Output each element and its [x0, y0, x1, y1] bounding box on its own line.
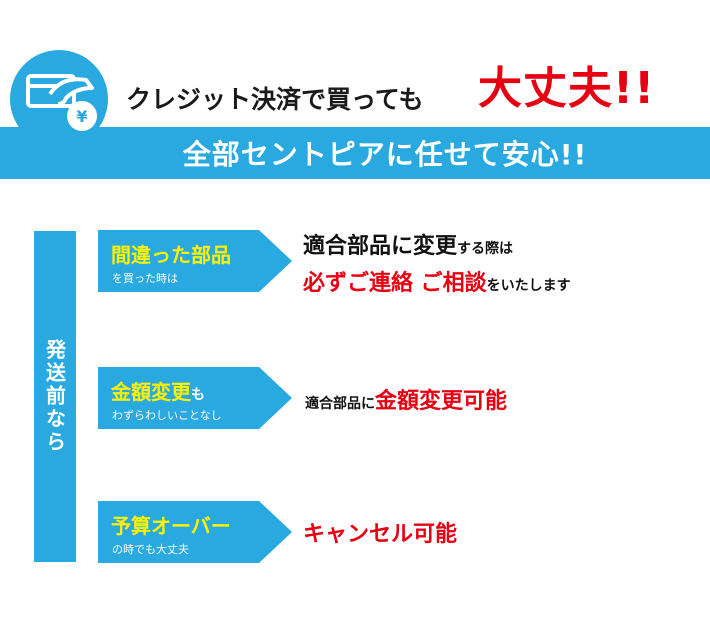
tag-title: 金額変更も [111, 376, 205, 405]
side-label: 発送前なら [42, 339, 67, 454]
tag-over-budget: 予算オーバー の時でも大丈夫 [98, 501, 292, 563]
desc-text-red: キャンセル可能 [303, 522, 458, 547]
row-1-desc-line1: 適合部品に変更する際は [303, 228, 513, 260]
row-1-desc-line2: 必ずご連絡 ご相談をいたします [303, 265, 571, 297]
headline: クレジット決済で買っても [126, 85, 424, 114]
tag-title-tail: も [191, 387, 205, 403]
headline-emphasis: 大丈夫!! [478, 63, 656, 114]
row-2-desc: 適合部品に金額変更可能 [305, 383, 507, 415]
desc-text-red: 必ずご連絡 ご相談 [303, 271, 487, 296]
side-label-bar: 発送前なら [34, 231, 76, 562]
desc-text-small: 適合部品に [305, 396, 375, 412]
tag-title: 予算オーバー [111, 514, 231, 538]
desc-text: 適合部品に変更 [303, 234, 458, 259]
tag-subtitle: の時でも大丈夫 [112, 543, 189, 556]
desc-text-small: をいたします [486, 278, 571, 294]
tag-wrong-part: 間違った部品 を買った時は [98, 230, 292, 292]
desc-text-red: 金額変更可能 [375, 389, 508, 414]
tag-subtitle: を買った時は [112, 272, 178, 285]
banner: 全部セントピアに任せて安心!! [0, 127, 710, 179]
tag-subtitle: わずらわしいことなし [112, 409, 222, 422]
row-3-desc: キャンセル可能 [303, 516, 457, 548]
credit-card-yen-icon: ¥ [10, 50, 108, 148]
tag-title-main: 金額変更 [111, 380, 191, 404]
tag-price-change: 金額変更も わずらわしいことなし [98, 367, 292, 429]
svg-text:¥: ¥ [76, 107, 87, 126]
banner-text: 全部セントピアに任せて安心!! [182, 138, 588, 171]
tag-title: 間違った部品 [111, 243, 231, 267]
desc-text-small: する際は [457, 241, 514, 257]
